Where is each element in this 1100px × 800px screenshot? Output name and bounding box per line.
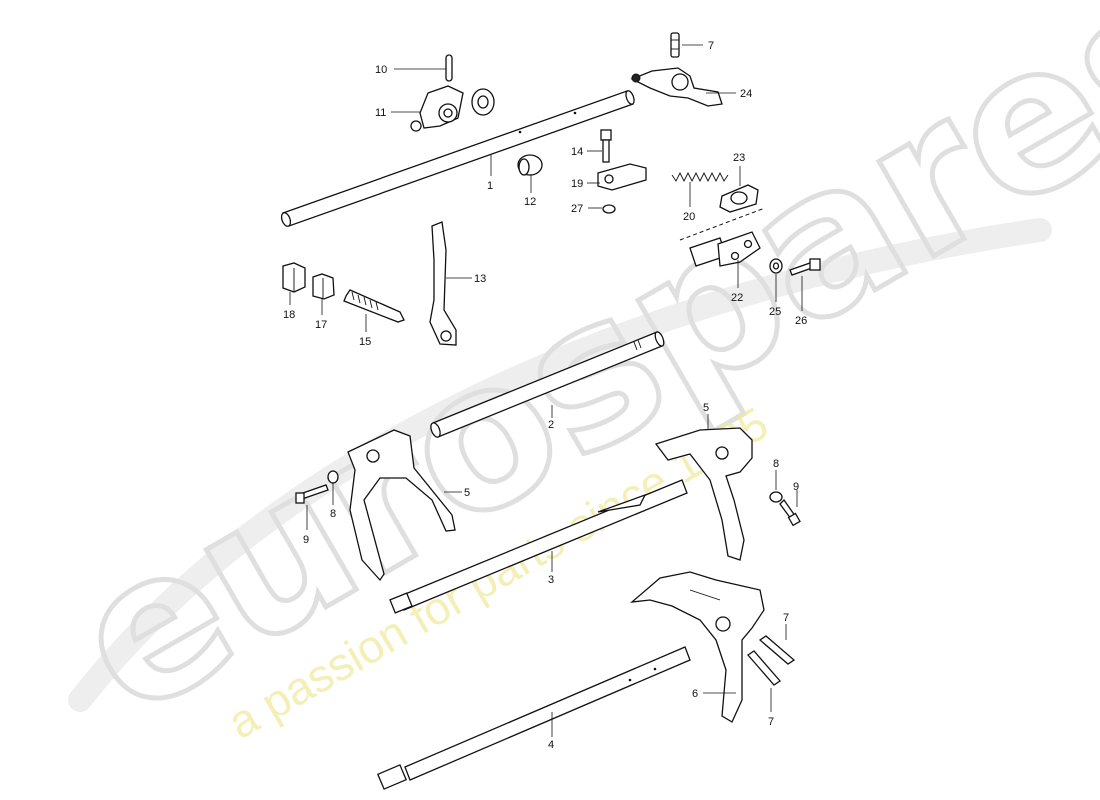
callout-10: 10 bbox=[375, 64, 387, 76]
shift-rod-1[interactable] bbox=[280, 90, 636, 228]
callout-5-left: 5 bbox=[464, 487, 470, 499]
callout-12: 12 bbox=[524, 196, 536, 208]
assembly-bracket bbox=[679, 207, 766, 241]
callout-1: 1 bbox=[487, 180, 493, 192]
shift-rod-3[interactable] bbox=[389, 479, 688, 614]
nut-17[interactable] bbox=[312, 273, 335, 300]
callout-23: 23 bbox=[733, 152, 745, 164]
leader-lines bbox=[289, 44, 803, 737]
callout-18: 18 bbox=[283, 309, 295, 321]
callout-26: 26 bbox=[795, 315, 807, 327]
roll-pin-7-top[interactable] bbox=[670, 32, 680, 58]
shift-finger-13[interactable] bbox=[429, 221, 457, 346]
pin-10[interactable] bbox=[445, 54, 453, 82]
callout-27: 27 bbox=[571, 203, 583, 215]
callout-17: 17 bbox=[315, 319, 327, 331]
gasket-23[interactable] bbox=[719, 184, 759, 213]
lever-24[interactable] bbox=[630, 67, 723, 107]
callout-4: 4 bbox=[548, 739, 554, 751]
shift-fork-5-left[interactable] bbox=[347, 429, 456, 582]
bolt-26[interactable] bbox=[789, 258, 821, 276]
callout-8-right: 8 bbox=[773, 458, 779, 470]
callout-9-left: 9 bbox=[303, 534, 309, 546]
shift-fork-5-right[interactable] bbox=[654, 427, 753, 561]
clamp-19[interactable] bbox=[597, 163, 647, 191]
callout-2: 2 bbox=[548, 419, 554, 431]
washer-8-left[interactable] bbox=[327, 470, 339, 484]
watermark-swoosh bbox=[68, 218, 1052, 712]
callout-14: 14 bbox=[571, 146, 583, 158]
shift-rod-4[interactable] bbox=[376, 646, 691, 790]
callout-7-right: 7 bbox=[783, 612, 789, 624]
roll-pin-7-b[interactable] bbox=[747, 650, 781, 686]
callout-25: 25 bbox=[769, 306, 781, 318]
stud-15[interactable] bbox=[343, 289, 405, 323]
callout-7-bottom: 7 bbox=[768, 716, 774, 728]
callout-19: 19 bbox=[571, 178, 583, 190]
callout-20: 20 bbox=[683, 211, 695, 223]
roll-pin-7-a[interactable] bbox=[758, 635, 796, 665]
callout-5-right: 5 bbox=[703, 402, 709, 414]
housing-22[interactable] bbox=[689, 231, 761, 267]
callout-22: 22 bbox=[731, 292, 743, 304]
spring-20[interactable] bbox=[671, 171, 729, 183]
bolt-9-right[interactable] bbox=[779, 498, 801, 527]
callout-3: 3 bbox=[548, 574, 554, 586]
callout-8-left: 8 bbox=[330, 508, 336, 520]
callout-13: 13 bbox=[474, 273, 486, 285]
washer-27[interactable] bbox=[602, 204, 616, 214]
callout-7-top: 7 bbox=[708, 40, 714, 52]
shift-rod-2[interactable] bbox=[429, 331, 666, 439]
callout-9-right: 9 bbox=[793, 481, 799, 493]
shift-fork-6[interactable] bbox=[629, 571, 765, 723]
washer-8-right[interactable] bbox=[769, 491, 783, 503]
shift-finger-11[interactable] bbox=[410, 85, 495, 132]
callout-11: 11 bbox=[375, 107, 386, 119]
callout-24: 24 bbox=[740, 88, 752, 100]
bolt-9-left[interactable] bbox=[295, 484, 329, 504]
callout-15: 15 bbox=[359, 336, 371, 348]
washer-25[interactable] bbox=[769, 258, 783, 274]
bolt-14[interactable] bbox=[600, 129, 612, 163]
bushing-12[interactable] bbox=[517, 154, 543, 176]
callout-6: 6 bbox=[692, 688, 698, 700]
callout-labels: 1 2 3 4 5 5 6 7 7 7 8 8 9 9 10 11 12 13 … bbox=[283, 40, 807, 751]
nut-18[interactable] bbox=[282, 262, 306, 293]
